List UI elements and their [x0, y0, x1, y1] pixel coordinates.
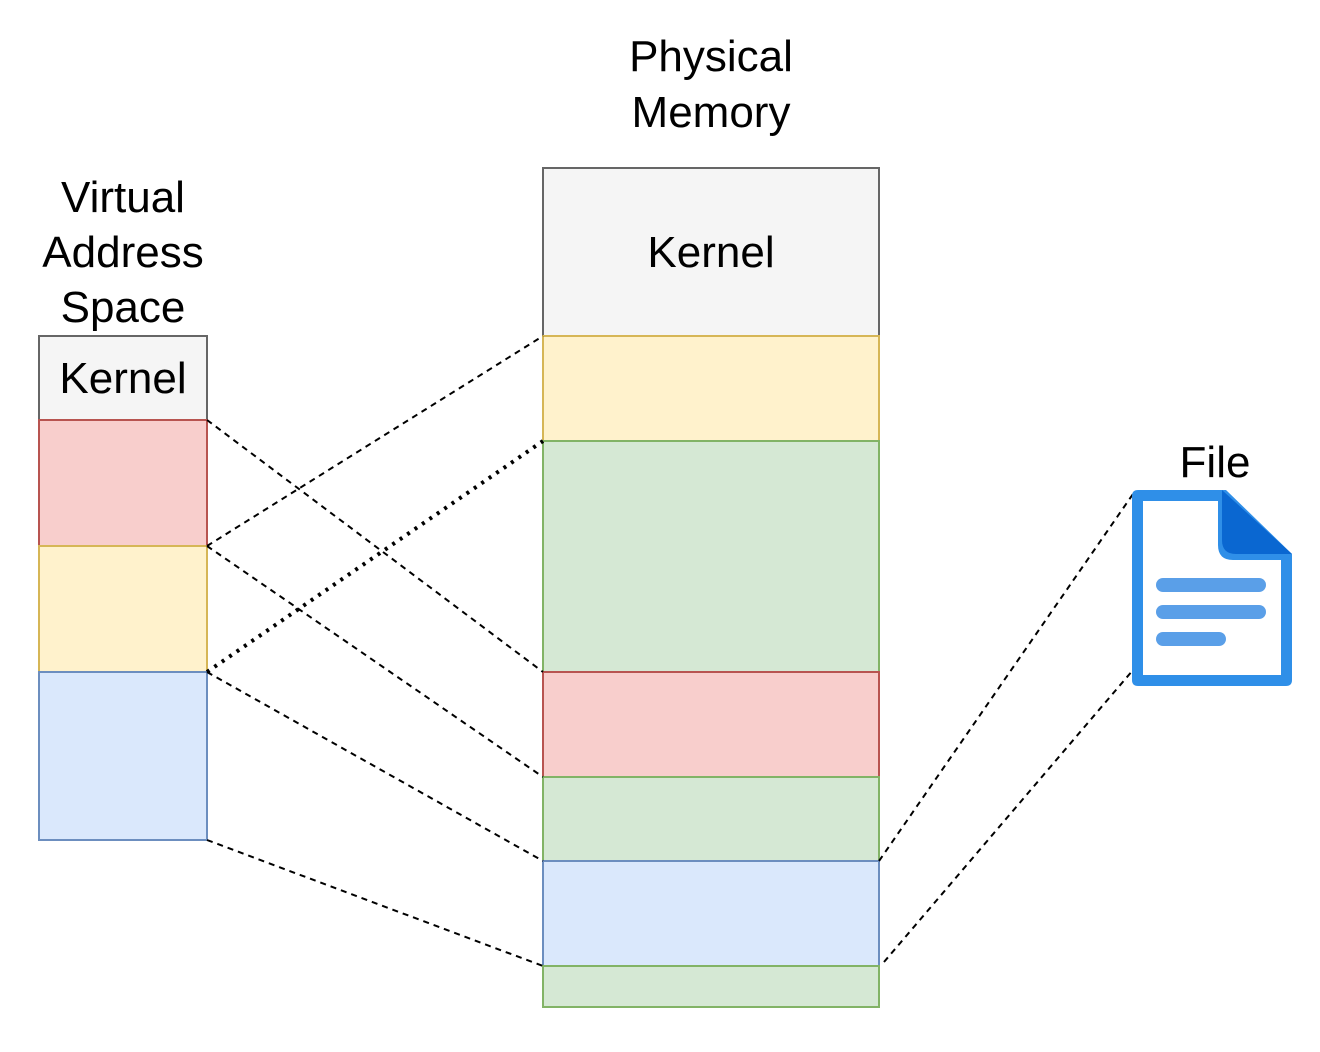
physical-blue-block [542, 860, 880, 967]
virtual-kernel-label: Kernel [59, 354, 186, 403]
physical-green-block-2 [542, 776, 880, 862]
virtual-address-space-column: Kernel [38, 335, 208, 841]
mapping-line-yellow-top [206, 335, 544, 547]
virtual-red-block [38, 419, 208, 547]
physical-memory-column: Kernel [542, 167, 880, 1008]
physical-memory-title-line-2: Memory [632, 88, 791, 137]
mapping-line-file-top [878, 493, 1134, 862]
physical-green-block-1 [542, 440, 880, 673]
mapping-lines [205, 335, 1134, 967]
physical-yellow-block [542, 335, 880, 442]
physical-memory-title-line-1: Physical [629, 32, 793, 81]
mapping-line-file-bottom [883, 669, 1134, 963]
mapping-line-red-top [206, 419, 544, 673]
physical-red-block [542, 671, 880, 778]
physical-green-block-3 [542, 965, 880, 1008]
virtual-yellow-block [38, 545, 208, 673]
physical-kernel-block [542, 167, 880, 337]
virtual-blue-block [38, 671, 208, 841]
mapping-line-blue-top [206, 671, 544, 862]
mapping-line-blue-bottom [206, 839, 544, 967]
physical-kernel-label: Kernel [647, 228, 774, 277]
document-text-line-1 [1156, 578, 1266, 592]
document-file-icon [1132, 490, 1292, 686]
mapping-line-yellow-bottom [205, 439, 545, 674]
document-text-line-3 [1156, 632, 1226, 646]
mapping-line-red-bottom [206, 545, 544, 778]
virtual-address-space-title-line-3: Space [61, 283, 186, 332]
virtual-address-space-title-line-1: Virtual [61, 173, 185, 222]
virtual-address-space-title-line-2: Address [42, 228, 203, 277]
file-label: File [1180, 438, 1251, 487]
virtual-kernel-block [38, 335, 208, 421]
document-text-line-2 [1156, 605, 1266, 619]
